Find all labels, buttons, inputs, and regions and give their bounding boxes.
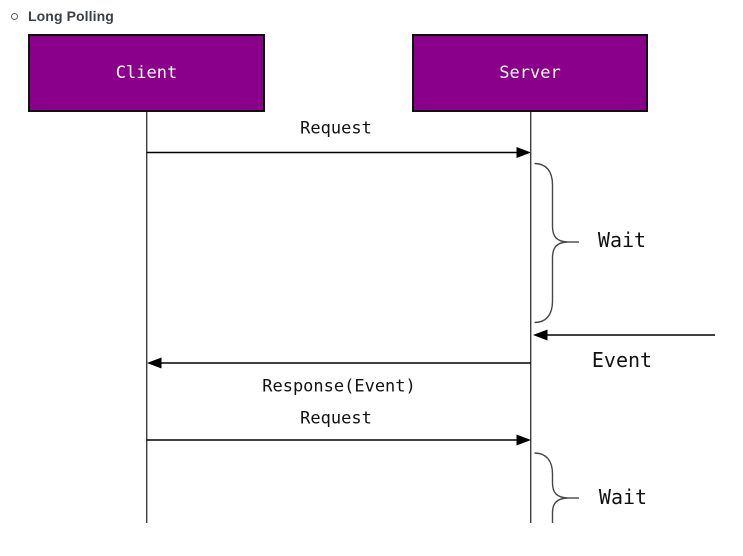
response-arrowhead (147, 357, 162, 369)
wait-brace-1-path (534, 162, 568, 324)
response-arrow (147, 357, 531, 369)
actor-box-server: Server (412, 34, 648, 112)
event-arrowhead (533, 329, 548, 341)
event-arrow (533, 329, 715, 341)
wait-brace-1 (534, 162, 579, 324)
request-arrow-2 (146, 434, 531, 446)
wait-brace-2 (534, 452, 579, 523)
request-arrow-1 (146, 147, 531, 158)
request-2-label: Request (300, 408, 372, 429)
request-arrowhead-2 (516, 434, 531, 446)
actor-box-client: Client (28, 34, 265, 112)
bullet-icon (11, 12, 18, 20)
page-title: Long Polling (28, 8, 114, 24)
request-arrowhead-1 (516, 147, 531, 158)
response-label: Response(Event) (262, 376, 416, 397)
wait-1-label: Wait (597, 228, 647, 252)
wait-brace-2-path (534, 452, 568, 523)
actor-label-server: Server (499, 63, 561, 83)
wait-2-label: Wait (598, 485, 648, 509)
actor-label-client: Client (115, 63, 178, 83)
event-label: Event (591, 348, 653, 372)
request-1-label: Request (300, 118, 372, 139)
section-header: Long Polling (0, 8, 114, 24)
